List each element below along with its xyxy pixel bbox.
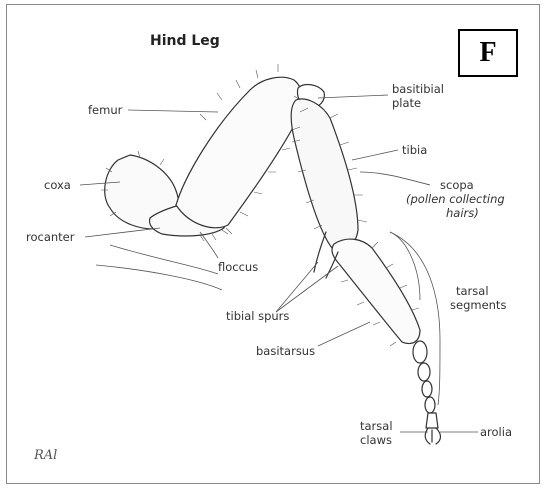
- label-femur: femur: [88, 103, 122, 117]
- label-trochanter: rocanter: [26, 230, 74, 244]
- tarsal-segment-4: [425, 397, 435, 413]
- label-tibial-spurs: tibial spurs: [226, 309, 289, 323]
- label-scopa: scopa: [440, 178, 474, 192]
- tibia-segment: [291, 99, 358, 249]
- figure-title: Hind Leg: [150, 33, 220, 49]
- tibial-spur-2: [326, 252, 338, 278]
- label-basitibial-plate-2: plate: [392, 96, 421, 110]
- tibial-spur-1: [314, 232, 326, 272]
- label-tarsal-segments-2: segments: [450, 298, 506, 312]
- label-basitarsus: basitarsus: [256, 344, 315, 358]
- tarsal-claws-shape: [425, 428, 440, 444]
- artist-signature: RAl: [34, 448, 57, 463]
- basitarsus-segment: [332, 239, 420, 343]
- tarsal-segment-2: [418, 363, 430, 381]
- label-scopa-note-2: hairs): [446, 206, 479, 220]
- tarsal-segment-1: [413, 341, 427, 363]
- tarsal-segment-3: [422, 381, 432, 397]
- label-arolia: arolia: [480, 425, 512, 439]
- label-tarsal-segments-1: tarsal: [456, 284, 489, 298]
- label-scopa-note-1: (pollen collecting: [406, 192, 505, 206]
- label-tarsal-claws-2: claws: [360, 433, 392, 447]
- tarsal-segment-5: [426, 413, 438, 428]
- label-basitibial-plate-1: basitibial: [392, 82, 444, 96]
- label-floccus: floccus: [218, 260, 258, 274]
- label-tarsal-claws-1: tarsal: [360, 419, 393, 433]
- panel-letter-badge: F: [458, 29, 518, 77]
- label-coxa: coxa: [44, 178, 71, 192]
- label-tibia: tibia: [402, 143, 427, 157]
- femur-segment: [176, 77, 302, 228]
